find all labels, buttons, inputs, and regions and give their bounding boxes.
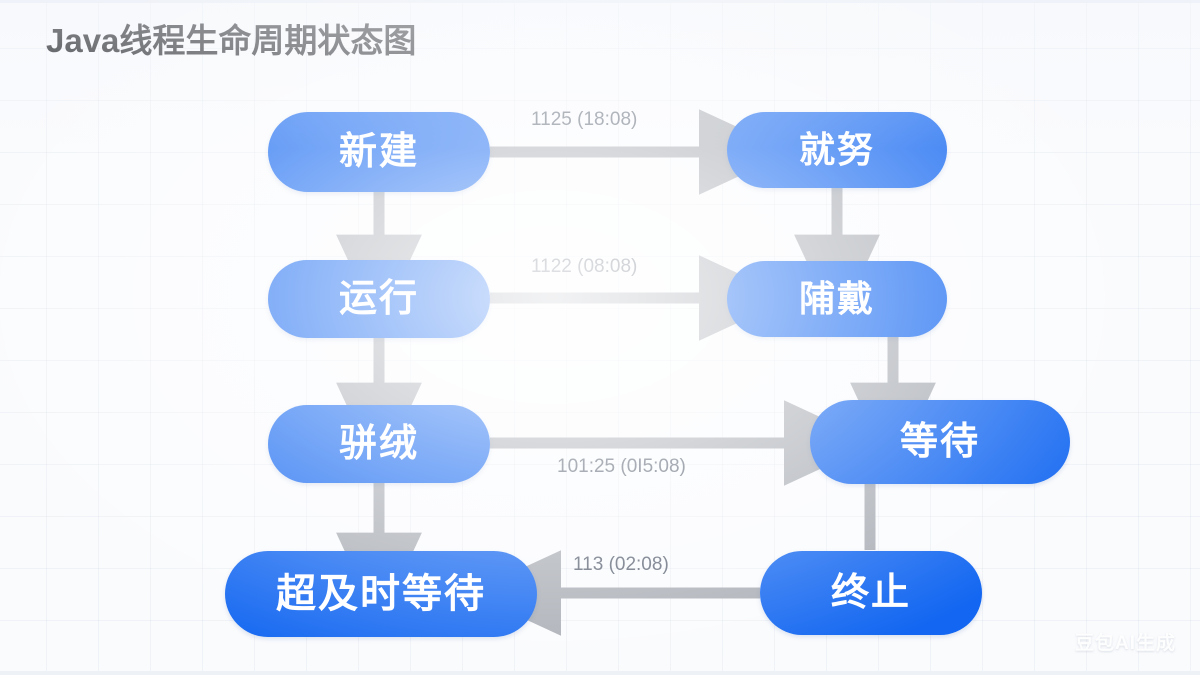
node-timed-waiting-label: 超及时等待 [276,572,486,616]
watermark: 豆包AI生成 [1074,633,1176,654]
node-blocked-label: 陠戴 [798,278,875,319]
node-timed-waiting[interactable]: 超及时等待 [225,551,537,637]
node-new-label: 新建 [338,131,419,173]
node-terminated[interactable]: 终止 [760,551,982,635]
edge-label-running-to-blocked: 1122 (08:08) [531,256,638,277]
node-running-label: 运行 [338,278,419,320]
node-waiting-label: 等待 [899,421,980,463]
node-waiting[interactable]: 等待 [810,400,1070,484]
edge-label-sleep-to-waiting: 101:25 (0I5:08) [557,456,686,477]
node-new[interactable]: 新建 [268,112,490,192]
node-ready[interactable]: 就努 [727,112,947,188]
node-ready-label: 就努 [798,129,875,170]
bottom-edge-bar [0,671,1200,675]
node-running[interactable]: 运行 [268,260,490,338]
edge-label-terminated-to-timed: 113 (02:08) [573,554,669,575]
node-sleep-label: 骈绒 [338,423,419,465]
edge-label-new-to-ready: 1125 (18:08) [531,109,638,130]
node-blocked[interactable]: 陠戴 [727,261,947,337]
node-sleep[interactable]: 骈绒 [268,405,490,483]
node-terminated-label: 终止 [830,572,911,614]
